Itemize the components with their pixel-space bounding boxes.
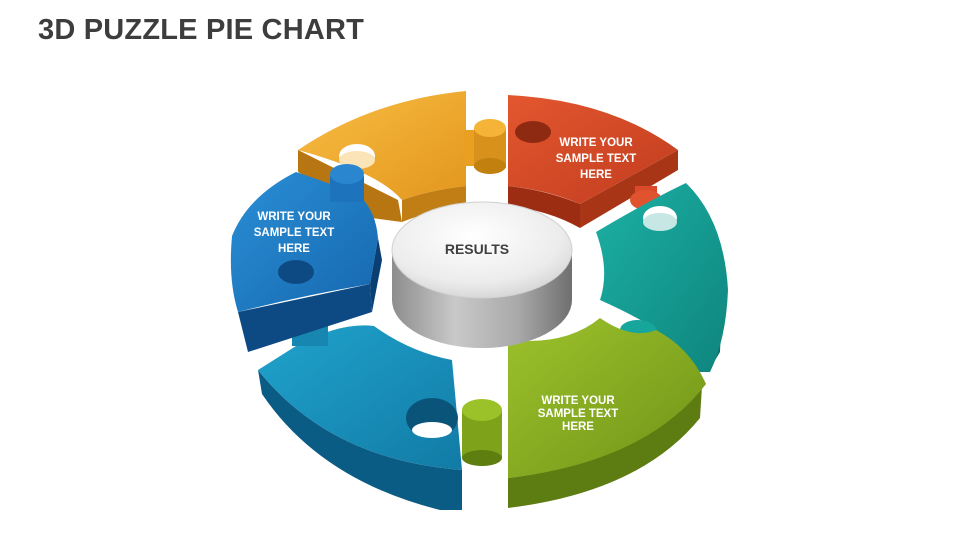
puzzle-piece-cerulean	[258, 310, 462, 510]
red-label-line-1: WRITE YOUR	[559, 137, 633, 149]
red-piece-label: WRITE YOUR SAMPLE TEXT HERE	[556, 137, 637, 181]
blue-label-line-3: HERE	[278, 243, 310, 255]
puzzle-piece-blue	[230, 164, 382, 352]
blue-label-line-2: SAMPLE TEXT	[254, 227, 335, 239]
page-title: 3D PUZZLE PIE CHART	[38, 14, 365, 46]
green-piece-label: WRITE YOUR SAMPLE TEXT HERE	[538, 395, 619, 433]
results-cylinder: RESULTS	[391, 201, 573, 348]
green-label-line-2: SAMPLE TEXT	[538, 408, 619, 420]
results-label: RESULTS	[445, 241, 509, 257]
green-label-line-3: HERE	[562, 421, 594, 433]
blue-label-line-1: WRITE YOUR	[257, 211, 331, 223]
red-label-line-2: SAMPLE TEXT	[556, 153, 637, 165]
puzzle-piece-green	[462, 318, 706, 508]
green-label-line-1: WRITE YOUR	[541, 395, 615, 407]
puzzle-connector-orange	[464, 119, 506, 174]
red-label-line-3: HERE	[580, 169, 612, 181]
blue-piece-label: WRITE YOUR SAMPLE TEXT HERE	[254, 211, 335, 255]
